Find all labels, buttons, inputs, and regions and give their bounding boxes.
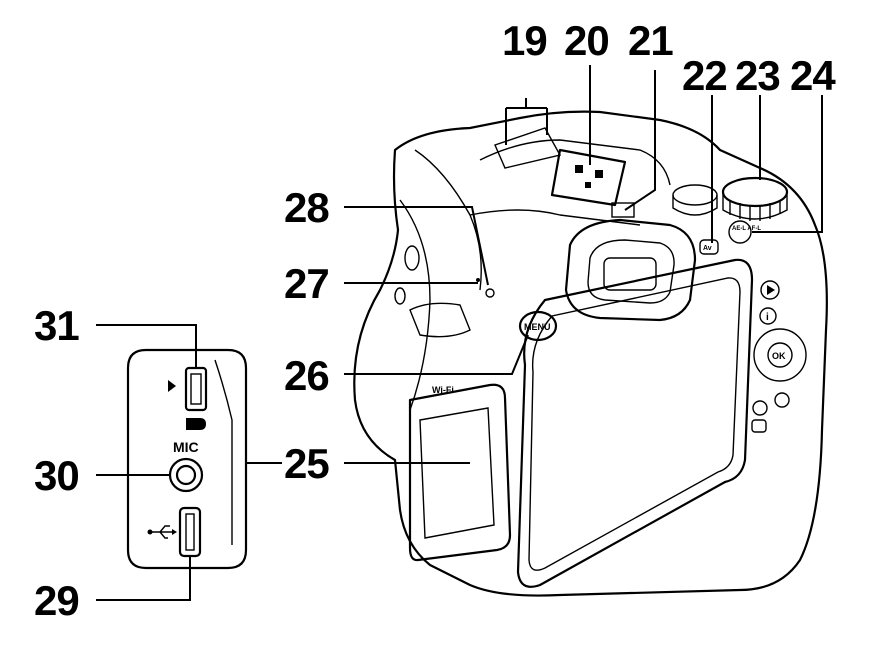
green-button[interactable]	[751, 419, 767, 433]
card-access-lamp	[485, 288, 495, 298]
remote-control-receiver	[476, 278, 480, 282]
usb-icon	[147, 506, 202, 558]
menu-button[interactable]: MENU	[518, 310, 558, 342]
hot-shoe	[550, 148, 627, 207]
rear-dial[interactable]	[672, 184, 718, 216]
terminal-inset: MIC	[126, 348, 248, 570]
ae-lock-button[interactable]: AE-L AF-L	[728, 220, 761, 244]
callout-21: 21	[628, 17, 673, 64]
raw-button[interactable]	[394, 287, 406, 305]
zoom-button[interactable]	[752, 400, 768, 416]
svg-text:AE-L AF-L: AE-L AF-L	[732, 226, 761, 232]
hdmi-port-icon	[168, 366, 208, 430]
svg-text:Wi-Fi: Wi-Fi	[432, 385, 454, 395]
svg-text:MENU: MENU	[524, 322, 551, 332]
microphone-jack-icon: MIC	[168, 439, 204, 493]
eyecup	[564, 218, 697, 322]
callout-28: 28	[284, 184, 329, 231]
callout-29: 29	[34, 577, 79, 624]
trash-button[interactable]	[774, 392, 790, 408]
info-button[interactable]: i	[759, 307, 777, 325]
callout-19: 19	[502, 17, 547, 64]
callout-labels: 19 20 21 22 23 24 25 26 27 28 29 30 31	[34, 17, 837, 624]
callout-24: 24	[790, 52, 836, 99]
leader-lines	[96, 65, 823, 601]
callout-31: 31	[34, 302, 79, 349]
playback-button[interactable]	[760, 280, 780, 300]
svg-text:i: i	[766, 312, 769, 323]
callout-30: 30	[34, 452, 79, 499]
camera-body: AE-L AF-L Av i OK	[353, 110, 828, 597]
callout-22: 22	[682, 52, 727, 99]
strap-lug	[409, 302, 471, 338]
terminal-cover: Wi-Fi	[408, 383, 512, 562]
svg-text:OK: OK	[772, 351, 786, 361]
mode-dial[interactable]	[721, 176, 789, 221]
callout-25: 25	[284, 440, 329, 487]
callout-26: 26	[284, 352, 329, 399]
callout-27: 27	[284, 260, 329, 307]
four-way-controller[interactable]: OK	[753, 328, 807, 382]
svg-text:MIC: MIC	[173, 439, 199, 455]
svg-text:Av: Av	[703, 245, 712, 252]
flash-button[interactable]	[404, 245, 420, 271]
callout-23: 23	[735, 52, 780, 99]
exposure-button[interactable]: Av	[699, 239, 719, 255]
eye-sensor	[611, 202, 635, 218]
callout-20: 20	[564, 17, 609, 64]
lcd-monitor	[516, 258, 754, 588]
